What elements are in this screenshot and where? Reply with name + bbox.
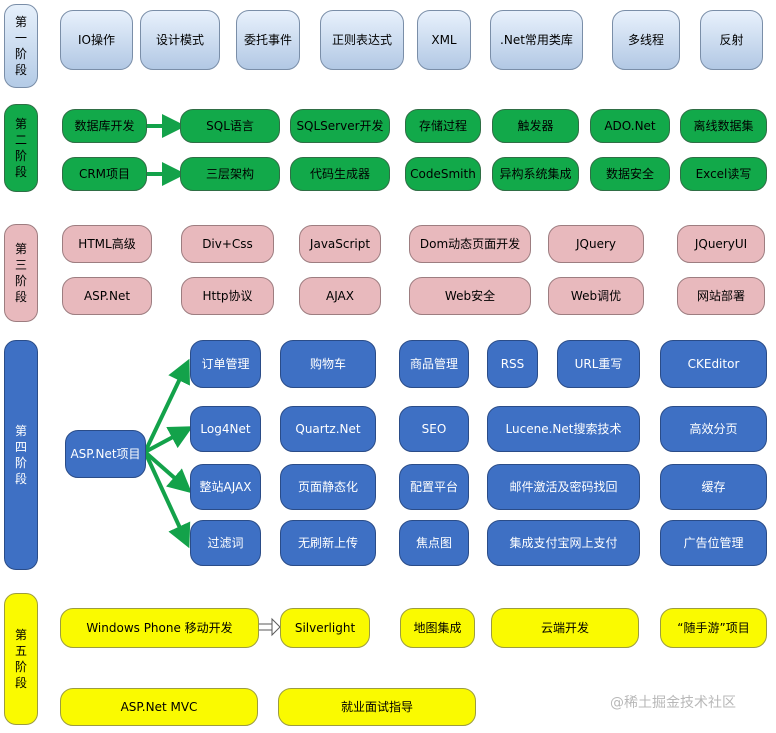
topic-jqueryui: JQueryUI xyxy=(677,225,765,263)
stage-2-label: 第二阶段 xyxy=(4,104,38,192)
arrow-wp-to-silverlight-body xyxy=(257,623,273,631)
topic-http: Http协议 xyxy=(181,277,274,315)
topic-ckeditor: CKEditor xyxy=(660,340,767,388)
topic-pagination: 高效分页 xyxy=(660,406,767,452)
topic-silverlight: Silverlight xyxy=(280,608,370,648)
topic-quartz: Quartz.Net xyxy=(280,406,376,452)
topic-config-platform: 配置平台 xyxy=(399,464,469,510)
arrow-hub-to-filter xyxy=(143,451,191,549)
stage-3-label: 第三阶段 xyxy=(4,224,38,322)
watermark: @稀土掘金技术社区 xyxy=(610,695,736,711)
topic-sqlserver: SQLServer开发 xyxy=(290,109,390,143)
topic-aspnet-project-hub: ASP.Net项目 xyxy=(65,430,146,478)
topic-codesmith: CodeSmith xyxy=(405,157,481,191)
topic-deployment: 网站部署 xyxy=(677,277,765,315)
arrow-hub-to-ajax xyxy=(143,450,193,494)
topic-aspnet-mvc: ASP.Net MVC xyxy=(60,688,258,726)
topic-rss: RSS xyxy=(487,340,538,388)
topic-heterogeneous: 异构系统集成 xyxy=(492,157,579,191)
topic-multithreading: 多线程 xyxy=(612,10,680,70)
topic-cache: 缓存 xyxy=(660,464,767,510)
topic-site-ajax: 整站AJAX xyxy=(190,464,261,510)
topic-jquery: JQuery xyxy=(548,225,644,263)
topic-map-integration: 地图集成 xyxy=(400,608,475,648)
topic-ad-management: 广告位管理 xyxy=(660,520,767,566)
topic-word-filter: 过滤词 xyxy=(190,520,261,566)
stage-1-label: 第一阶段 xyxy=(4,4,38,88)
topic-order-management: 订单管理 xyxy=(190,340,261,388)
topic-web-security: Web安全 xyxy=(409,277,531,315)
topic-crm-project: CRM项目 xyxy=(62,157,147,191)
topic-ajax: AJAX xyxy=(299,277,381,315)
arrow-hub-to-log4net xyxy=(144,426,194,454)
topic-ajax-upload: 无刷新上传 xyxy=(280,520,376,566)
topic-asp-net: ASP.Net xyxy=(62,277,152,315)
topic-offline-dataset: 离线数据集 xyxy=(680,109,767,143)
topic-code-generator: 代码生成器 xyxy=(290,157,390,191)
topic-alipay: 集成支付宝网上支付 xyxy=(487,520,640,566)
topic-static-pages: 页面静态化 xyxy=(280,464,376,510)
topic-cloud: 云端开发 xyxy=(491,608,639,648)
topic-design-patterns: 设计模式 xyxy=(140,10,220,70)
topic-lucene: Lucene.Net搜索技术 xyxy=(487,406,640,452)
topic-product-management: 商品管理 xyxy=(399,340,469,388)
topic-url-rewrite: URL重写 xyxy=(557,340,640,388)
arrow-wp-to-silverlight-head xyxy=(271,617,281,637)
topic-triggers: 触发器 xyxy=(492,109,579,143)
topic-delegates: 委托事件 xyxy=(236,10,300,70)
topic-seo: SEO xyxy=(399,406,469,452)
topic-html: HTML高级 xyxy=(62,225,152,263)
topic-dom: Dom动态页面开发 xyxy=(409,225,531,263)
topic-sql-language: SQL语言 xyxy=(180,109,280,143)
topic-three-tier: 三层架构 xyxy=(180,157,280,191)
topic-shopping-cart: 购物车 xyxy=(280,340,376,388)
topic-email-activation: 邮件激活及密码找回 xyxy=(487,464,640,510)
topic-net-libraries: .Net常用类库 xyxy=(490,10,583,70)
stage-4-label: 第四阶段 xyxy=(4,340,38,570)
topic-focus-image: 焦点图 xyxy=(399,520,469,566)
topic-interview-guidance: 就业面试指导 xyxy=(278,688,476,726)
topic-ado-net: ADO.Net xyxy=(590,109,670,143)
arrow-hub-to-order xyxy=(143,358,190,453)
topic-data-security: 数据安全 xyxy=(590,157,670,191)
topic-web-tuning: Web调优 xyxy=(548,277,644,315)
topic-reflection: 反射 xyxy=(700,10,763,70)
topic-stored-procedures: 存储过程 xyxy=(405,109,481,143)
stage-5-label: 第五阶段 xyxy=(4,593,38,725)
topic-div-css: Div+Css xyxy=(181,225,274,263)
topic-windows-phone: Windows Phone 移动开发 xyxy=(60,608,259,648)
topic-travel-project: “随手游”项目 xyxy=(660,608,767,648)
topic-db-development: 数据库开发 xyxy=(62,109,147,143)
topic-javascript: JavaScript xyxy=(299,225,381,263)
topic-log4net: Log4Net xyxy=(190,406,261,452)
topic-io: IO操作 xyxy=(60,10,133,70)
topic-xml: XML xyxy=(417,10,471,70)
topic-excel: Excel读写 xyxy=(680,157,767,191)
topic-regex: 正则表达式 xyxy=(320,10,404,70)
